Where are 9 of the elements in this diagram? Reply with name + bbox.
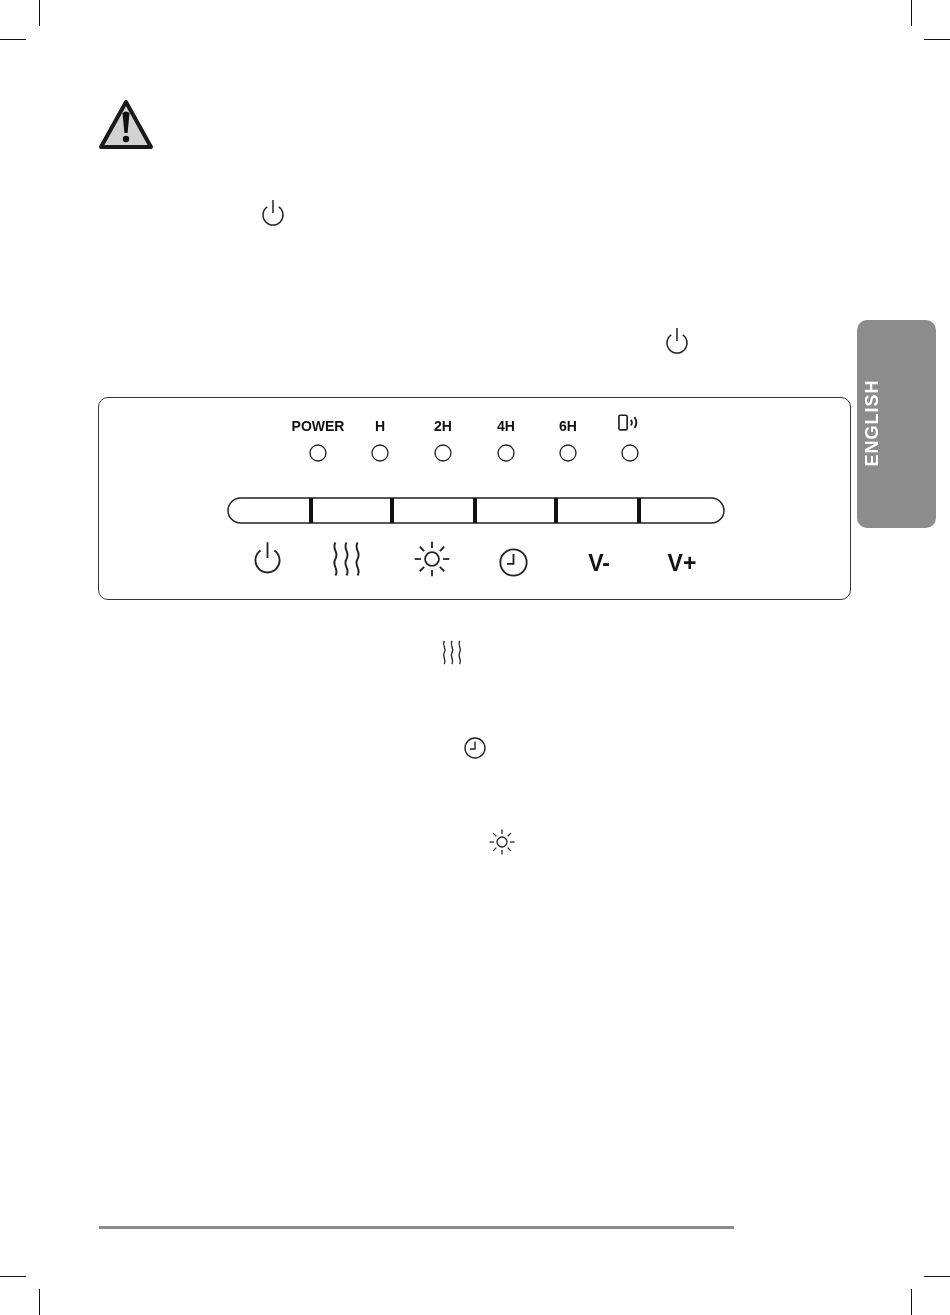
indicator-label: H <box>374 419 386 433</box>
button-label: V+ <box>667 552 697 575</box>
tab-label: ENGLISH <box>863 379 881 467</box>
language-tab <box>857 320 936 528</box>
indicator-label: 4H <box>497 419 515 433</box>
indicator-label: 6H <box>559 419 577 433</box>
indicator-label: 2H <box>434 419 452 433</box>
button-label: V- <box>588 552 610 575</box>
indicator-label: POWER <box>291 419 345 433</box>
